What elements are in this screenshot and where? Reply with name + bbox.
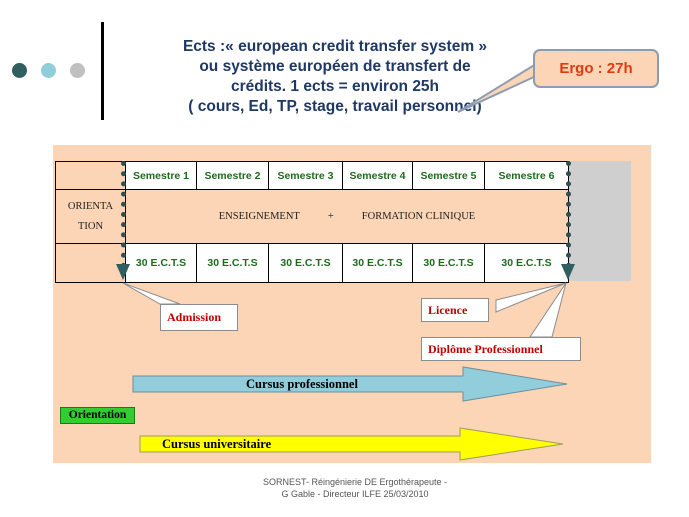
grey-extension-block bbox=[568, 161, 631, 281]
cursus-pro-label: Cursus professionnel bbox=[246, 377, 358, 391]
slide-title: Ects :« european credit transfer system … bbox=[150, 37, 520, 117]
curriculum-grid: Semestre 1 Semestre 2 Semestre 3 Semestr… bbox=[55, 161, 569, 283]
semester-5: Semestre 5 bbox=[412, 161, 485, 190]
title-divider bbox=[101, 22, 104, 120]
end-dashed-line bbox=[566, 161, 571, 268]
end-marker-icon bbox=[561, 264, 575, 280]
licence-label: Licence bbox=[421, 298, 489, 322]
orientation-tag: Orientation bbox=[60, 407, 135, 424]
start-dashed-line bbox=[121, 161, 126, 268]
semester-4: Semestre 4 bbox=[342, 161, 413, 190]
admission-pointer bbox=[122, 282, 181, 305]
cursus-univ-label: Cursus universitaire bbox=[162, 437, 272, 451]
ects-2: 30 E.C.T.S bbox=[196, 243, 269, 283]
title-line-1: Ects :« european credit transfer system … bbox=[182, 38, 488, 55]
title-line-2: ou système européen de transfert de bbox=[199, 58, 471, 75]
ergo-callout: Ergo : 27h bbox=[533, 49, 659, 88]
ergo-callout-tail bbox=[457, 62, 537, 113]
orientation-cell-line-1: ORIENTA bbox=[67, 200, 114, 212]
title-line-4: ( cours, Ed, TP, stage, travail personne… bbox=[188, 98, 482, 115]
ects-4: 30 E.C.T.S bbox=[342, 243, 413, 283]
title-line-3: crédits. 1 ects = environ 25h bbox=[230, 78, 440, 95]
cursus-univ-arrow bbox=[139, 427, 564, 461]
footer-line-2: G Gable - Directeur ILFE 25/03/2010 bbox=[281, 489, 429, 499]
licence-pointer bbox=[495, 282, 567, 313]
ects-5: 30 E.C.T.S bbox=[412, 243, 485, 283]
enseignement-cell: ENSEIGNEMENT + FORMATION CLINIQUE bbox=[125, 189, 569, 244]
diplome-label: Diplôme Professionnel bbox=[421, 337, 581, 361]
ects-3: 30 E.C.T.S bbox=[268, 243, 343, 283]
start-marker-icon bbox=[116, 264, 130, 280]
decor-dot-dark bbox=[12, 63, 27, 78]
orientation-cell-line-2: TION bbox=[77, 220, 104, 232]
admission-label: Admission bbox=[160, 304, 238, 331]
ects-6: 30 E.C.T.S bbox=[484, 243, 569, 283]
grid-empty-cell bbox=[55, 243, 126, 283]
footer-line-1: SORNEST- Réingénierie DE Ergothérapeute … bbox=[262, 477, 448, 487]
semester-6: Semestre 6 bbox=[484, 161, 569, 190]
plus-sign: + bbox=[327, 211, 334, 222]
ects-1: 30 E.C.T.S bbox=[125, 243, 197, 283]
orientation-cell: ORIENTA TION bbox=[55, 189, 126, 244]
decor-dot-light bbox=[41, 63, 56, 78]
enseignement-label: ENSEIGNEMENT bbox=[218, 211, 300, 222]
cursus-pro-arrow bbox=[132, 366, 568, 402]
decor-dot-grey bbox=[70, 63, 85, 78]
slide-footer: SORNEST- Réingénierie DE Ergothérapeute … bbox=[200, 476, 510, 500]
formation-clinique-label: FORMATION CLINIQUE bbox=[361, 211, 476, 222]
